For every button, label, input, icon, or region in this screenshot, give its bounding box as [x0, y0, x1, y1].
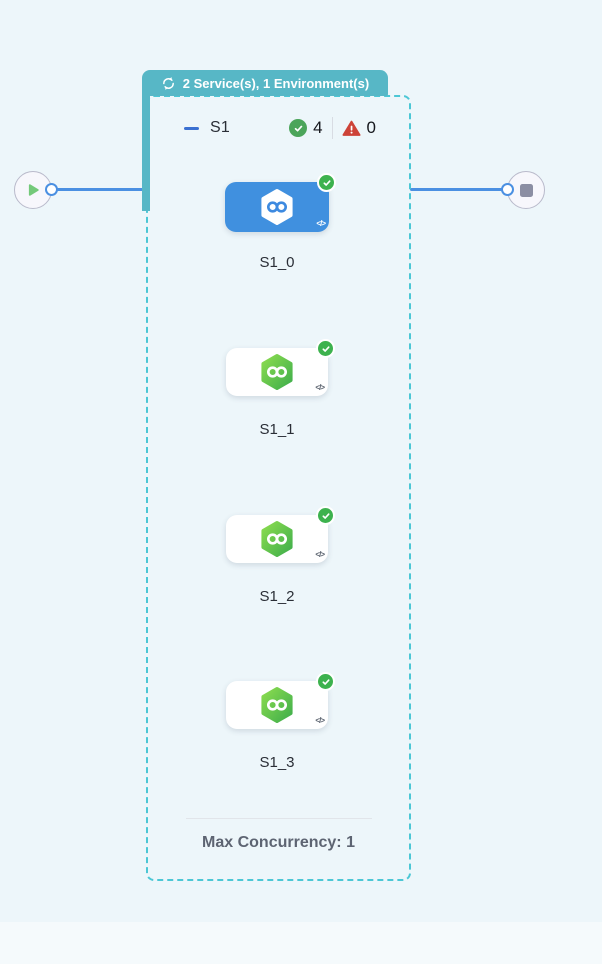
service-node[interactable]: </>: [226, 672, 335, 729]
service-hexagon-icon: [261, 521, 293, 557]
play-icon: [28, 184, 39, 196]
service-node-label: S1_2: [259, 588, 295, 605]
check-circle-icon: [289, 119, 308, 137]
code-icon: </>: [315, 550, 325, 559]
stage-name: S1: [210, 119, 230, 136]
count-divider: [331, 117, 333, 139]
stage-header: S1 4 0: [184, 114, 376, 142]
stage-name-group: S1: [184, 119, 230, 137]
service-node[interactable]: </>: [226, 506, 335, 563]
success-count: 4: [313, 118, 323, 137]
code-icon: </>: [315, 716, 325, 725]
edge-stage-to-end: [410, 188, 506, 191]
success-badge-check-icon: [316, 339, 335, 358]
connector-port-end: [501, 183, 514, 196]
success-badge-check-icon: [317, 173, 336, 192]
stop-icon: [519, 183, 533, 197]
stage-group-badge-label: 2 Service(s), 1 Environment(s): [182, 75, 370, 91]
stage-group-container: [146, 95, 411, 881]
max-concurrency-label: Max Concurrency: 1: [202, 834, 355, 851]
service-node-label: S1_0: [259, 254, 295, 271]
service-hexagon-icon: [261, 354, 293, 390]
stage-group-accent-strip: [142, 95, 150, 211]
service-node-label: S1_1: [259, 421, 295, 438]
success-badge-check-icon: [316, 506, 335, 525]
connector-port-start: [45, 183, 58, 196]
failure-count: 0: [366, 118, 376, 137]
service-node[interactable]: </>: [225, 173, 336, 232]
service-node[interactable]: </>: [226, 339, 335, 396]
stage-group-badge[interactable]: 2 Service(s), 1 Environment(s): [142, 70, 388, 96]
footer-divider: [186, 818, 372, 819]
warning-triangle-icon: [342, 120, 361, 136]
collapse-minus-icon[interactable]: [184, 126, 199, 130]
success-badge-check-icon: [316, 672, 335, 691]
canvas-bottom-band: [0, 922, 602, 964]
code-icon: </>: [316, 219, 326, 228]
service-hexagon-icon: [261, 189, 293, 225]
service-hexagon-icon: [261, 687, 293, 723]
edge-start-to-stage: [52, 188, 146, 191]
service-node-label: S1_3: [259, 754, 295, 771]
stage-status-counts: 4 0: [289, 117, 376, 139]
code-icon: </>: [315, 383, 325, 392]
loop-icon: [162, 76, 174, 90]
